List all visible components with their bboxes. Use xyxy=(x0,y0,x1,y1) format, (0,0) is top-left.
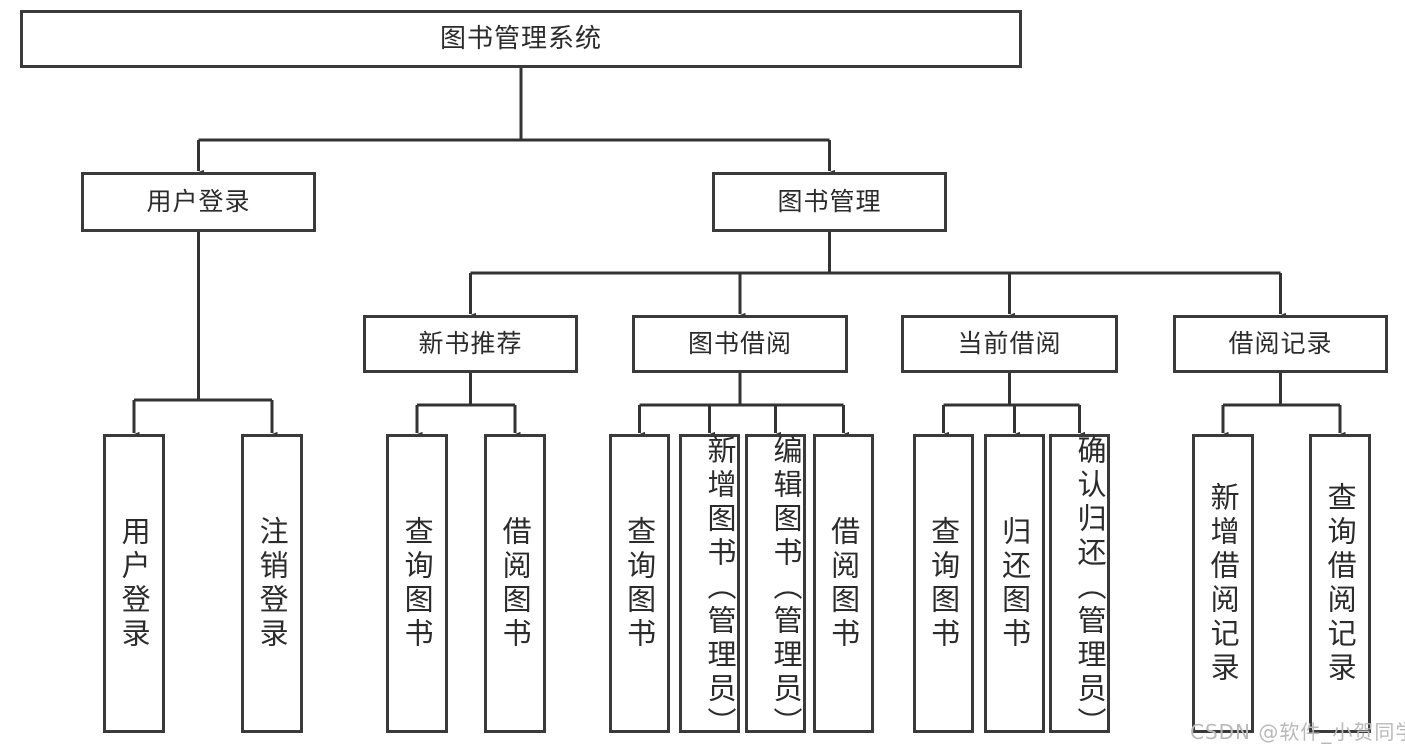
node-leaf-query-book-1[interactable]: 查询图书 xyxy=(386,434,448,733)
node-leaf-user-logout[interactable]: 注销登录 xyxy=(241,434,303,733)
node-label: 确认归还（管理员） xyxy=(1073,434,1107,741)
node-leaf-borrow-book-2[interactable]: 借阅图书 xyxy=(813,434,874,733)
node-label: 注销登录 xyxy=(255,515,290,652)
node-root[interactable]: 图书管理系统 xyxy=(20,10,1022,68)
node-leaf-query-book-3[interactable]: 查询图书 xyxy=(913,434,974,733)
node-leaf-user-login[interactable]: 用户登录 xyxy=(103,434,165,733)
node-leaf-query-record[interactable]: 查询借阅记录 xyxy=(1309,434,1371,733)
node-label: 查询图书 xyxy=(400,515,435,652)
node-leaf-add-record[interactable]: 新增借阅记录 xyxy=(1192,434,1254,733)
node-label: 图书借阅 xyxy=(687,329,792,359)
node-label: 用户登录 xyxy=(117,515,152,652)
node-label: 查询借阅记录 xyxy=(1323,481,1358,686)
node-borrow[interactable]: 图书借阅 xyxy=(632,315,848,373)
node-label: 查询图书 xyxy=(622,515,657,652)
node-label: 借阅记录 xyxy=(1228,329,1333,359)
node-label: 当前借阅 xyxy=(957,329,1062,359)
node-label: 用户登录 xyxy=(146,187,251,217)
node-login[interactable]: 用户登录 xyxy=(81,172,316,232)
node-label: 归还图书 xyxy=(997,515,1032,652)
node-leaf-confirm-return[interactable]: 确认归还（管理员） xyxy=(1049,434,1110,741)
node-leaf-edit-book[interactable]: 编辑图书（管理员） xyxy=(745,434,806,741)
node-current[interactable]: 当前借阅 xyxy=(901,315,1118,373)
node-label: 新增图书（管理员） xyxy=(703,434,737,741)
node-bookmgmt[interactable]: 图书管理 xyxy=(712,172,947,232)
node-label: 编辑图书（管理员） xyxy=(769,434,803,741)
node-label: 新书推荐 xyxy=(418,329,523,359)
watermark-text: CSDN @软件_小贺同学 xyxy=(1190,720,1405,744)
node-leaf-query-book-2[interactable]: 查询图书 xyxy=(609,434,670,733)
node-label: 新增借阅记录 xyxy=(1206,481,1241,686)
node-label: 借阅图书 xyxy=(826,515,861,652)
node-leaf-add-book[interactable]: 新增图书（管理员） xyxy=(679,434,740,741)
node-label: 图书管理 xyxy=(777,187,882,217)
node-label: 图书管理系统 xyxy=(439,23,602,54)
node-label: 查询图书 xyxy=(926,515,961,652)
node-leaf-borrow-book-1[interactable]: 借阅图书 xyxy=(484,434,546,733)
node-newbook[interactable]: 新书推荐 xyxy=(363,315,578,373)
node-records[interactable]: 借阅记录 xyxy=(1173,315,1388,373)
node-leaf-return-book[interactable]: 归还图书 xyxy=(984,434,1045,733)
node-label: 借阅图书 xyxy=(498,515,533,652)
